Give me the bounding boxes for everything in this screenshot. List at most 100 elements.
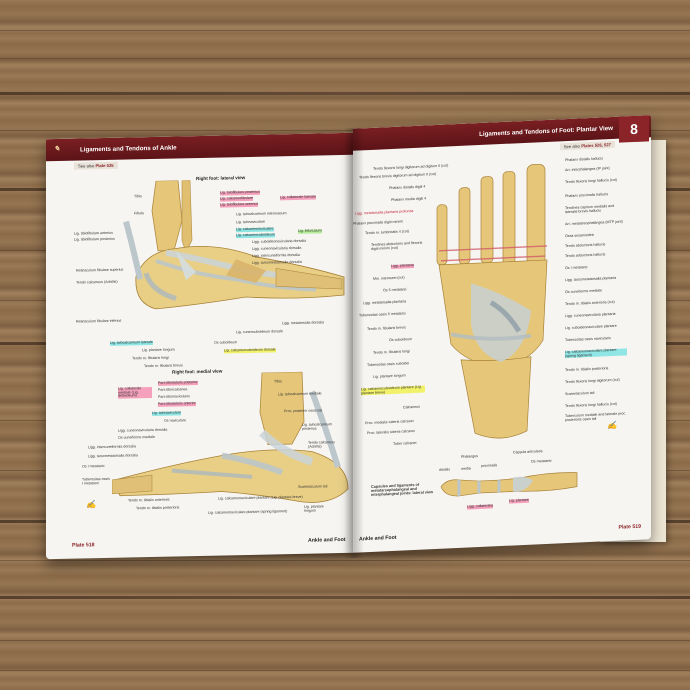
label: Phalanx distalis hallucis — [565, 156, 603, 163]
label: Os naviculare — [164, 418, 186, 423]
open-atlas-book: ✎ Ligaments and Tendons of Ankle See als… — [46, 115, 652, 560]
label: Os cuboideum — [214, 340, 238, 345]
label: Tendo m. fibularis brevis — [144, 363, 183, 369]
label: Tendines abductoris and flexoris digiti … — [371, 240, 423, 251]
netter-logo: ✎ — [54, 144, 60, 154]
toe-joint-illustration — [440, 472, 578, 497]
label: Ligg. metatarsalia plantaria — [363, 299, 407, 306]
label: Tendo flexoris longi hallucis (cut) — [565, 401, 617, 409]
left-page-header: ✎ Ligaments and Tendons of Ankle — [46, 132, 353, 162]
label: Tendo flexoris brevis digitorum ad digit… — [359, 171, 437, 180]
label: Os 5 metatarsi — [383, 287, 407, 293]
label: Art. metatarsophalangea (MTP joint) — [565, 219, 623, 227]
label: Lig. tibiofibulare posterius — [74, 236, 115, 242]
label: proximalis — [481, 463, 498, 468]
label: Lig. talonaviculare — [152, 410, 181, 416]
label: Proc. medialis tuberis calcanei — [365, 419, 414, 426]
label: Art. interphalangea (IP joint) — [565, 166, 610, 173]
label: Tendo m. fibularis brevis — [367, 325, 406, 332]
label: Mm. interossei (cut) — [373, 275, 405, 281]
label: Os metatarsi — [531, 458, 552, 464]
medial-foot-illustration — [112, 371, 349, 503]
label: Ossa sesamoidea — [565, 232, 594, 239]
chapter-tab: 8 — [619, 115, 649, 143]
artist-signature: ✍ — [607, 420, 617, 431]
lateral-foot-illustration — [123, 179, 345, 310]
label: Lig. calcaneocuboideum plantare (Lig. pl… — [361, 385, 425, 396]
left-see-also: See also Plate 535 — [74, 161, 118, 170]
left-page: ✎ Ligaments and Tendons of Ankle See als… — [46, 132, 353, 560]
label: Tendo m. tibialis anterioris (cut) — [565, 299, 615, 307]
label: Lig. collaterale mediale (Lig. deltoideu… — [118, 386, 152, 399]
label: Pars tibionavicularis — [158, 394, 190, 399]
plantar-foot-illustration — [436, 163, 548, 439]
label: Fibula — [134, 211, 144, 216]
label: Ligg. collateralia — [467, 503, 493, 510]
label: Ligg. tarsometatarsalia plantaria — [565, 275, 617, 283]
label: Lig. talocalcaneum laterale — [110, 339, 153, 346]
label: Tendo m. lumbricalis 4 (cut) — [365, 229, 409, 236]
label: Os cuneiforme mediale — [565, 288, 602, 295]
label: Lig. plantare longum — [142, 347, 175, 353]
label: Proc. lateralis tuberis calcanei — [367, 428, 415, 436]
right-page-title: Ligaments and Tendons of Foot: Plantar V… — [479, 124, 613, 138]
label: Lig. plantare longum — [304, 504, 324, 513]
label: Tendo flexoris longi hallucis (cut) — [565, 177, 617, 185]
label: Tuberositas ossis navicularis — [565, 336, 611, 343]
label: Tendo calcaneus (Achillis) — [308, 440, 335, 449]
right-page: Ligaments and Tendons of Foot: Plantar V… — [353, 115, 651, 553]
label: Tibia — [134, 194, 142, 199]
label: Tendo m. fibularis longi — [373, 349, 410, 355]
label: Tuberculum mediale and laterale proc. po… — [565, 411, 627, 422]
label: Phalanges — [461, 454, 478, 459]
label: Tendo m. tibialis posterioris — [565, 366, 609, 373]
joint-caption: Capsules and ligaments of metatarsophala… — [371, 482, 434, 497]
label: Os cuboideum — [389, 337, 413, 343]
label: Calcaneus — [403, 404, 420, 410]
label: Lig. plantare — [509, 497, 529, 504]
label: Phalanx proximalis digiti minimi — [353, 219, 403, 226]
label: Lig. talonaviculare — [236, 219, 265, 225]
label: Sustentaculum tali — [298, 484, 328, 489]
left-page-section: Ankle and Foot — [308, 536, 346, 544]
label: Lig. calcaneocuboideum dorsale — [224, 347, 276, 354]
label: Tendines capitum medialis and lateralis … — [565, 203, 615, 214]
label: Os I metatarsi — [82, 463, 105, 469]
label: Tuber calcanei — [393, 440, 417, 446]
label: Tendo flexoris longi digitorum (cut) — [565, 377, 620, 385]
label: Tuberositas ossis cuboidei — [367, 361, 410, 368]
label: Ligg. plantaria — [391, 263, 414, 269]
label: Lig. talocalcaneum posterius — [302, 422, 332, 431]
label: Lig. calcaneonaviculare plantare (spring… — [208, 509, 288, 515]
label: Phalanx media digiti 4 — [391, 196, 427, 203]
label: Phalanx proximalis hallucis — [565, 192, 609, 199]
right-see-also: See also Plates 526, 527 — [559, 140, 615, 151]
label: Tuberositas ossis 5 metatarsi — [359, 311, 406, 318]
label: Tendo calcaneus (Achillis) — [76, 279, 118, 285]
label: Os cuneiforme mediale — [118, 434, 155, 440]
label: Lig. cuboideonaviculare plantare — [565, 323, 617, 331]
label: Lig. calcaneofibulare — [220, 195, 253, 202]
label: Ligg. cuneonavicularia plantaria — [565, 311, 616, 319]
label: Lig. tibiofibulare anterius — [74, 230, 113, 236]
label: Sustentaculum tali — [565, 390, 595, 397]
label: Lig. collaterale laterale — [280, 194, 316, 200]
label: Lig. calcaneonaviculare plantare (spring… — [565, 348, 627, 359]
left-page-footer: Plate 518 — [72, 542, 95, 549]
label: Lig. bifurcatum — [298, 228, 322, 234]
label: Lig. plantare longum — [373, 373, 406, 379]
label: Pars tibiocalcanea — [158, 387, 188, 392]
left-page-title: Ligaments and Tendons of Ankle — [80, 143, 177, 154]
label: Os I metatarsi — [565, 265, 588, 271]
label: Lig. cuneocuboideum dorsale — [236, 329, 283, 335]
label: Tendo m. fibularis longi — [132, 355, 169, 361]
right-page-footer: Plate 519 — [618, 523, 642, 531]
label: Tuberositas ossis I metatarsi — [82, 476, 110, 486]
label: Retinaculum fibulare inferius — [76, 318, 122, 324]
label: Tibia — [274, 379, 282, 384]
label: Ligg. metatarsalia plantaria profunda — [355, 209, 414, 216]
label: Capsula articularis — [513, 449, 543, 455]
label: Tendo adductoris hallucis — [565, 252, 606, 259]
artist-signature: ✍ — [86, 500, 96, 510]
label: Tendo abductoris hallucis — [565, 242, 606, 249]
